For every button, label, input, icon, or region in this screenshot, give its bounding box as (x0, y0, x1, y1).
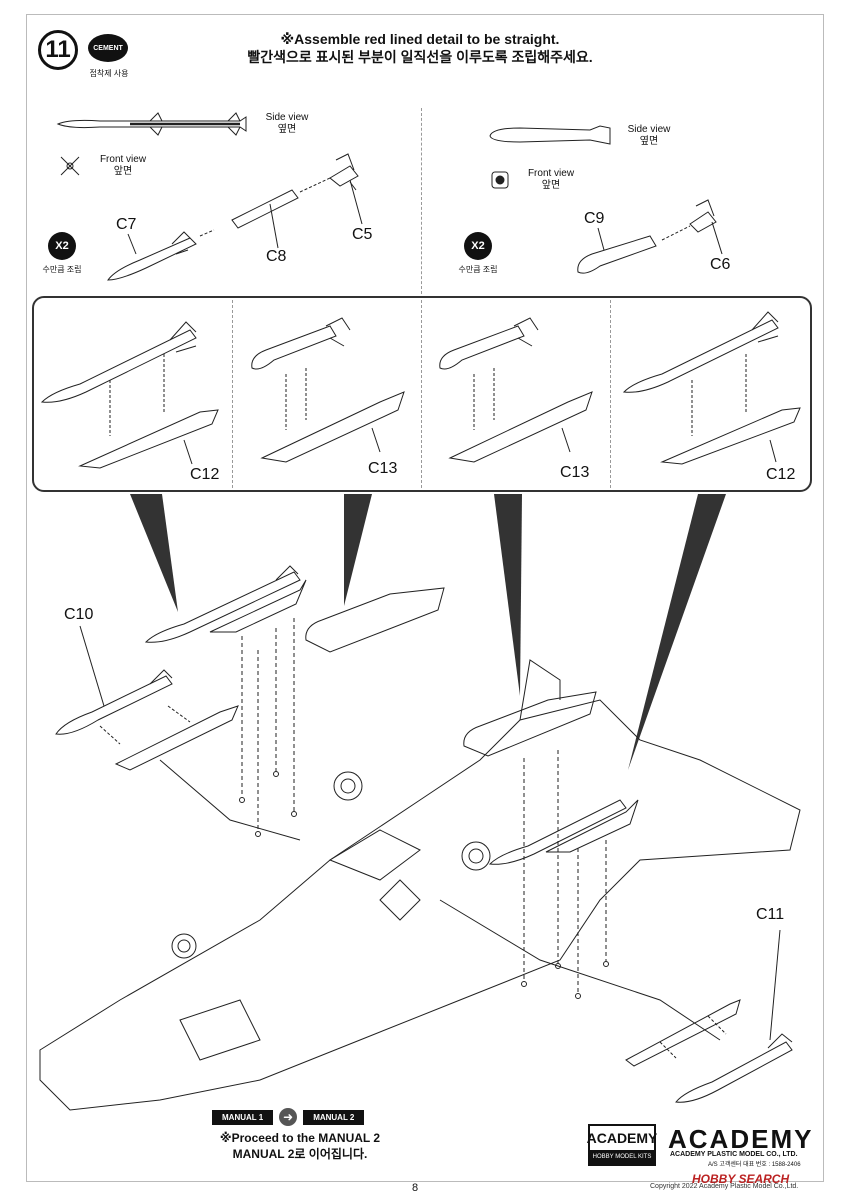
manual-from: MANUAL 1 (212, 1109, 274, 1125)
aircraft-body (39, 699, 801, 1111)
manual-to: MANUAL 2 (303, 1109, 365, 1125)
left-side-view-ko: 옆면 (277, 124, 297, 135)
part-c6: C6 (710, 256, 731, 273)
pylon-c11 (625, 999, 741, 1067)
bomb-c6 (689, 199, 717, 233)
left-x2-note: 수만큼 조립 (42, 265, 82, 274)
part-c10: C10 (64, 606, 94, 623)
notice-en: ※Assemble red lined detail to be straigh… (280, 31, 560, 47)
missile-front-view (60, 156, 80, 176)
mount-holes (239, 771, 609, 999)
part-c11: C11 (756, 906, 785, 923)
main-bomb-right (463, 691, 597, 757)
left-front-view-en: Front view (99, 154, 147, 165)
sub-divider (421, 108, 422, 294)
panel-divider-1 (232, 300, 233, 488)
main-bomb-left (305, 587, 445, 653)
right-front-view-ko: 앞면 (541, 180, 561, 191)
right-x2-note: 수만큼 조립 (458, 265, 498, 274)
copyright: Copyright 2022 Academy Plastic Model Co.… (650, 1183, 799, 1190)
cement-note: 접착제 사용 (89, 69, 129, 78)
sub-assembly-panel (32, 296, 812, 492)
academy-brand: ACADEMY (668, 1124, 814, 1154)
arrow-right-icon: ➜ (279, 1108, 298, 1126)
callout-wedges (130, 494, 726, 770)
part-c13-right: C13 (560, 464, 590, 481)
part-c13-left: C13 (368, 460, 398, 477)
main-missile-left (144, 571, 301, 643)
panel-group-4 (622, 311, 801, 465)
cement-badge: CEMENT (88, 34, 128, 62)
right-side-view-ko: 옆면 (639, 136, 659, 147)
brand-as-number: A/S 고객센터 대표 번호 : 1588-2406 (708, 1162, 801, 1168)
missile-c10 (55, 675, 173, 735)
bomb-side-view (489, 125, 611, 145)
left-front-view-ko: 앞면 (113, 166, 133, 177)
manual-transition: MANUAL 1 ➜ MANUAL 2 (212, 1108, 365, 1126)
right-front-view-en: Front view (527, 168, 575, 179)
missile-c11 (675, 1041, 793, 1103)
drop-lines (241, 618, 607, 994)
part-c12-left: C12 (190, 466, 220, 483)
left-front-view-label: Front view 앞면 (88, 154, 158, 178)
logo-box-top: ACADEMY (586, 1130, 658, 1146)
left-side-view-label: Side view 옆면 (252, 112, 322, 136)
missile-c5 (329, 153, 359, 191)
panel-divider-2 (421, 300, 422, 488)
panel-group-1 (40, 321, 219, 469)
missile-c7 (107, 237, 197, 281)
left-side-view-en: Side view (265, 112, 309, 123)
page-frame (26, 14, 824, 1182)
part-c9: C9 (584, 210, 605, 227)
academy-logo-box: ACADEMY HOBBY MODEL KITS (586, 1124, 658, 1166)
panel-group-3 (439, 317, 593, 463)
right-side-view-en: Side view (627, 124, 671, 135)
proceed-en: ※Proceed to the MANUAL 2 (219, 1131, 381, 1145)
logo-box-bottom: HOBBY MODEL KITS (590, 1150, 654, 1164)
hobby-search-watermark: HOBBY SEARCH (692, 1172, 790, 1186)
part-c5: C5 (352, 226, 373, 243)
right-side-view-label: Side view 옆면 (614, 124, 684, 148)
proceed-ko: MANUAL 2로 이어집니다. (232, 1147, 368, 1161)
panel-group-2 (251, 317, 405, 463)
panel-divider-3 (610, 300, 611, 488)
main-missile-right (488, 799, 627, 865)
notice-ko: 빨간색으로 표시된 부분이 일직선을 이루도록 조립해주세요. (247, 49, 593, 65)
assembly-notice: ※Assemble red lined detail to be straigh… (180, 30, 660, 66)
right-x2-badge: X2 (464, 232, 492, 260)
page-number: 8 (412, 1182, 419, 1194)
part-c12-right: C12 (766, 466, 796, 483)
missile-c8 (231, 189, 299, 229)
missile-side-view (56, 116, 247, 132)
bomb-c9 (577, 235, 657, 274)
step-number: 11 (38, 30, 78, 70)
left-x2-badge: X2 (48, 232, 76, 260)
brand-company: ACADEMY PLASTIC MODEL CO., LTD. (670, 1151, 798, 1158)
part-c7: C7 (116, 216, 137, 233)
bomb-front-view (491, 171, 509, 189)
part-c8: C8 (266, 248, 287, 265)
proceed-note: ※Proceed to the MANUAL 2 MANUAL 2로 이어집니다… (212, 1130, 388, 1162)
right-front-view-label: Front view 앞면 (516, 168, 586, 192)
